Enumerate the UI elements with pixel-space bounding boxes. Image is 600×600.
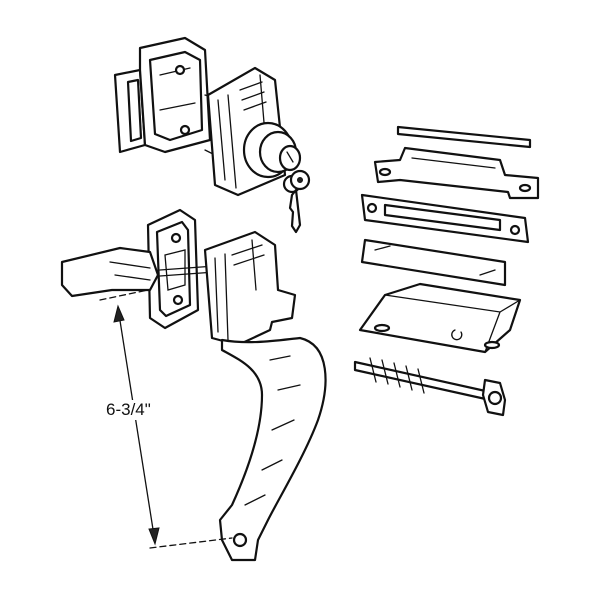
exterior-handle <box>203 230 327 562</box>
dimension-label: 6-3/4" <box>104 400 153 420</box>
keeper-block <box>358 282 522 354</box>
thumb-lever <box>60 246 216 298</box>
bolt-with-spring <box>353 357 507 417</box>
spindle-rod <box>396 125 532 149</box>
strike-plate <box>360 193 530 244</box>
upper-mounting-bracket <box>113 36 216 156</box>
dimension-line <box>99 289 233 549</box>
keys-icon <box>282 169 311 234</box>
strike-bracket <box>373 146 540 200</box>
shim-plate <box>360 238 507 287</box>
upper-keyed-escutcheon <box>206 66 302 197</box>
